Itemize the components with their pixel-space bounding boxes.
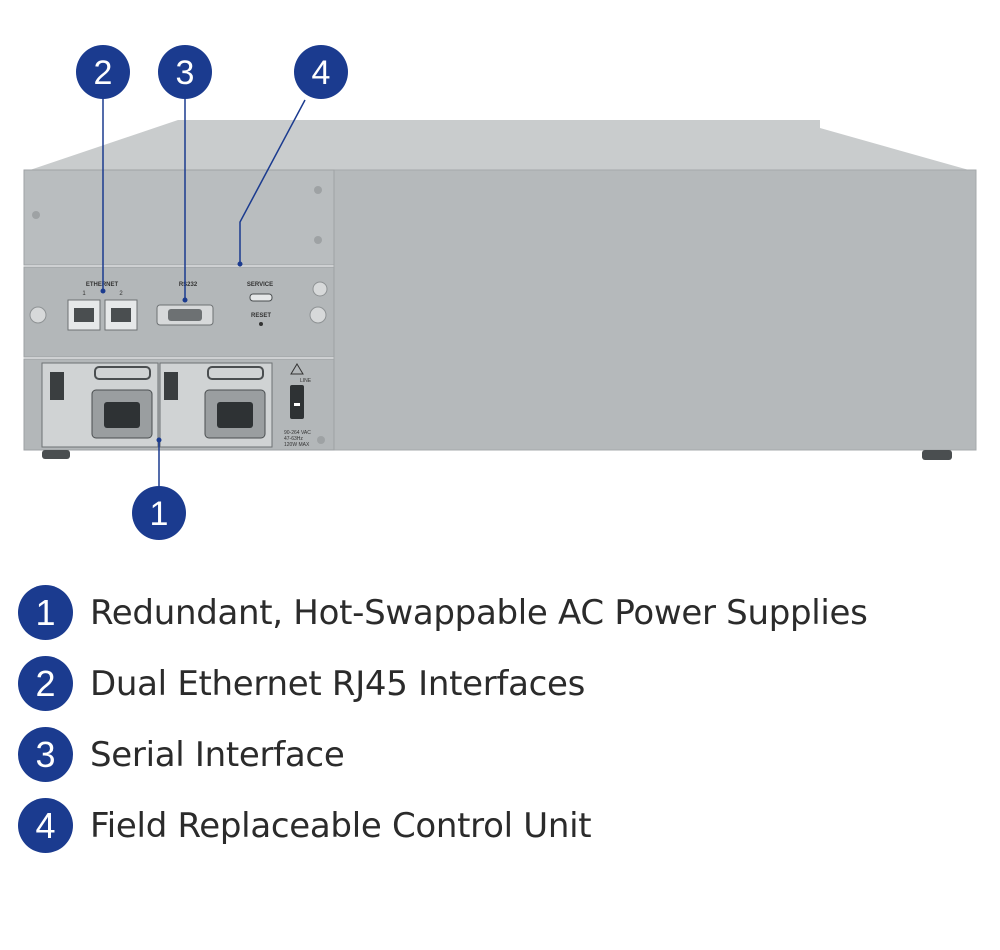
ethernet-label: ETHERNET bbox=[86, 282, 119, 288]
chassis-side bbox=[333, 169, 977, 451]
rating-line-1: 90-264 VAC bbox=[284, 430, 311, 436]
legend: 1 Redundant, Hot-Swappable AC Power Supp… bbox=[18, 585, 978, 869]
legend-badge: 4 bbox=[18, 798, 73, 853]
svg-text:2: 2 bbox=[94, 54, 113, 92]
legend-badge: 2 bbox=[18, 656, 73, 711]
device-illustration: ETHERNET 1 2 RS232 SERVICE RESET LINE 90… bbox=[23, 45, 977, 540]
rating-line-3: 120W MAX bbox=[284, 442, 310, 448]
legend-item-3: 3 Serial Interface bbox=[18, 727, 978, 782]
power-switch bbox=[290, 385, 304, 419]
legend-label: Dual Ethernet RJ45 Interfaces bbox=[90, 663, 586, 704]
legend-label: Field Replaceable Control Unit bbox=[90, 805, 592, 846]
upper-panel bbox=[23, 169, 335, 266]
rating-line-2: 47-63Hz bbox=[284, 436, 303, 442]
legend-label: Serial Interface bbox=[90, 734, 345, 775]
legend-item-1: 1 Redundant, Hot-Swappable AC Power Supp… bbox=[18, 585, 978, 640]
reset-label: RESET bbox=[251, 313, 271, 319]
legend-badge: 3 bbox=[18, 727, 73, 782]
legend-item-4: 4 Field Replaceable Control Unit bbox=[18, 798, 978, 853]
svg-text:2: 2 bbox=[119, 291, 123, 297]
svg-text:4: 4 bbox=[312, 54, 331, 92]
svg-text:1: 1 bbox=[150, 495, 169, 533]
legend-item-2: 2 Dual Ethernet RJ45 Interfaces bbox=[18, 656, 978, 711]
svg-text:3: 3 bbox=[176, 54, 195, 92]
line-label: LINE bbox=[300, 378, 312, 384]
callout-2: 2 bbox=[76, 45, 130, 99]
chassis-top bbox=[24, 120, 976, 172]
callout-4: 4 bbox=[294, 45, 348, 99]
legend-label: Redundant, Hot-Swappable AC Power Suppli… bbox=[90, 592, 868, 633]
callout-3: 3 bbox=[158, 45, 212, 99]
rs232-label: RS232 bbox=[179, 282, 198, 288]
svg-text:1: 1 bbox=[82, 291, 86, 297]
service-port bbox=[249, 293, 273, 302]
service-label: SERVICE bbox=[247, 282, 273, 288]
legend-badge: 1 bbox=[18, 585, 73, 640]
foot-right bbox=[922, 450, 952, 460]
foot-left bbox=[42, 450, 70, 459]
callout-1: 1 bbox=[132, 486, 186, 540]
